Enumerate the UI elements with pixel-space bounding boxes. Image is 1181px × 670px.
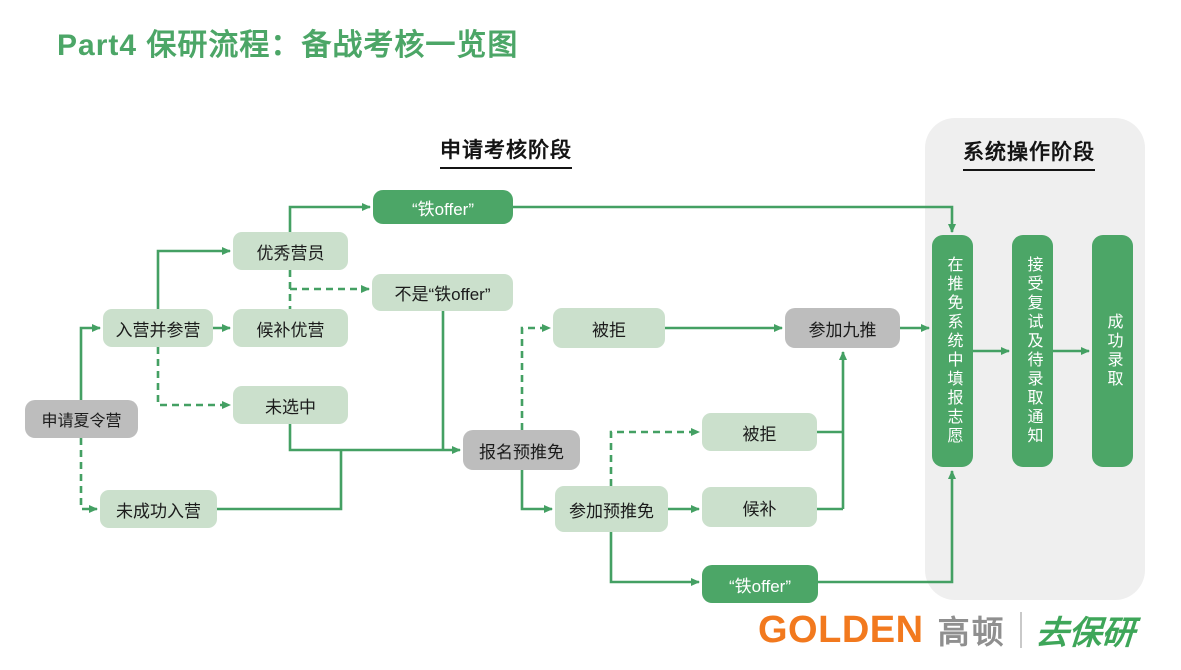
gaodun-logo: 高顿 [937,614,1006,650]
footer-logos: GOLDEN 高顿 去保研 [758,604,1136,656]
flow-node-september-tuimian: 参加九推 [785,308,900,348]
flow-node-enter-camp: 入营并参营 [103,309,213,347]
system-step-admitted: 成功录取 [1092,235,1133,467]
logo-divider [1019,612,1022,648]
flow-node-excellent-camper: 优秀营员 [233,232,348,270]
flow-node-attend-pretuimian: 参加预推免 [555,486,668,532]
flow-node-rejected-2: 被拒 [702,413,817,451]
flow-node-iron-offer-bottom: “铁offer” [702,565,818,603]
flow-node-apply-summer-camp: 申请夏令营 [25,400,138,438]
flow-node-waitlist: 候补 [702,487,817,527]
golden-logo: GOLDEN [758,608,924,651]
system-step-fill-preferences: 在推免系统中填报志愿 [932,235,973,467]
flow-node-register-pretuimian: 报名预推免 [463,430,580,470]
page-title: Part4 保研流程：备战考核一览图 [57,29,519,62]
stage-header-application: 申请考核阶段 [440,134,572,169]
stage-header-system: 系统操作阶段 [963,136,1095,171]
flow-node-not-iron-offer: 不是“铁offer” [372,274,513,311]
flow-node-iron-offer-top: “铁offer” [373,190,513,224]
flow-node-rejected-1: 被拒 [553,308,665,348]
flow-node-not-selected: 未选中 [233,386,348,424]
system-step-accept-retest: 接受复试及待录取通知 [1012,235,1053,467]
flow-node-camp-failed: 未成功入营 [100,490,217,528]
flow-node-waitlist-excellent: 候补优营 [233,309,348,347]
qubaoyan-logo: 去保研 [1034,614,1136,651]
